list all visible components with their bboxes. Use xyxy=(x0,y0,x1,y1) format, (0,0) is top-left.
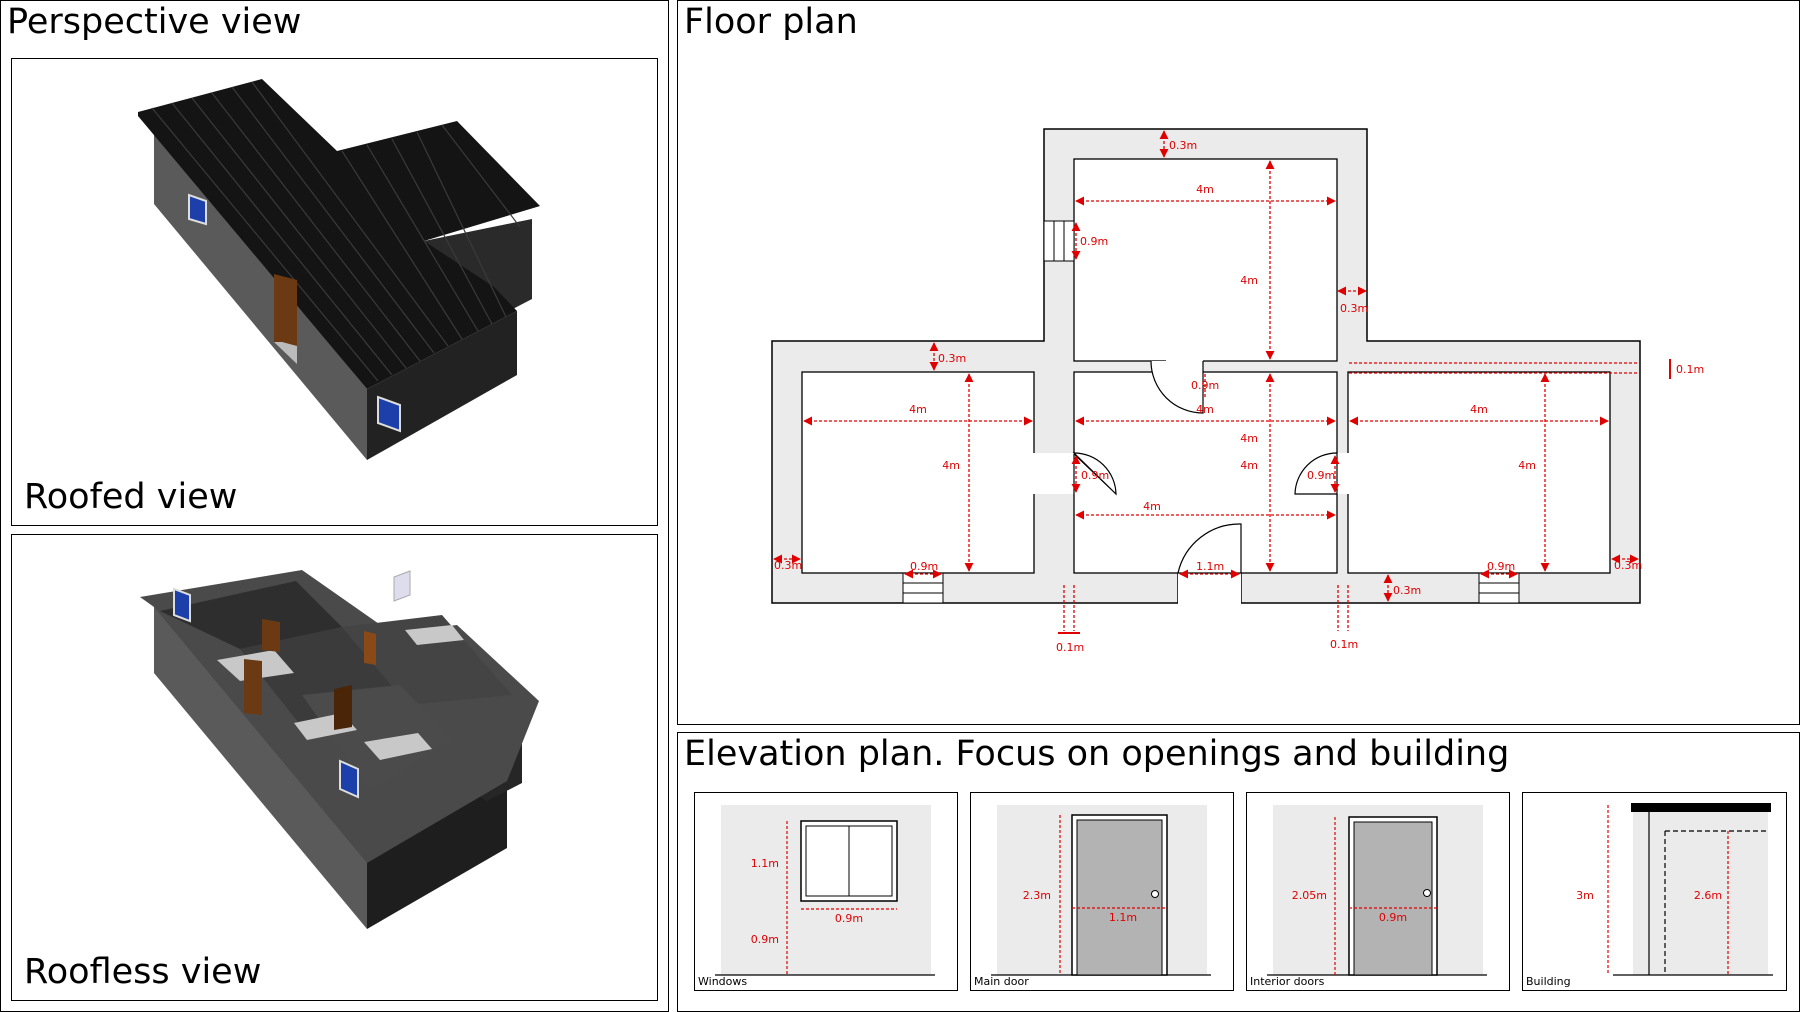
roofed-house-render xyxy=(138,79,540,460)
window-elevation xyxy=(800,820,898,902)
floor-plan-title: Floor plan xyxy=(684,2,858,42)
elevation-title: Elevation plan. Focus on openings and bu… xyxy=(684,734,1510,774)
dim-right-height: 4m xyxy=(1518,459,1536,472)
interior-door-render-1 xyxy=(262,619,280,652)
elevation-windows-box: 1.1m 0.9m 0.9m Windows xyxy=(694,792,958,991)
main-door-width-label: 1.1m xyxy=(1109,911,1137,924)
elevation-building-label: Building xyxy=(1526,975,1571,988)
interior-door-render-3 xyxy=(334,685,352,730)
dim-right-wall-top: 0.3m xyxy=(1340,302,1368,315)
dim-center-width-b: 4m xyxy=(1143,500,1161,513)
main-door-render xyxy=(274,274,297,346)
main-entrance-door xyxy=(1177,523,1242,574)
dim-left-height: 4m xyxy=(942,459,960,472)
elevation-windows-label: Windows xyxy=(698,975,748,988)
dim-window-top: 0.9m xyxy=(1080,235,1108,248)
window-sill-label: 0.9m xyxy=(751,933,779,946)
roofed-view-box: Roofed view xyxy=(11,58,658,526)
dim-top-wall: 0.3m xyxy=(1169,139,1197,152)
elevation-main-door-label: Main door xyxy=(974,975,1029,988)
elevation-panel: Elevation plan. Focus on openings and bu… xyxy=(677,732,1800,1012)
window-render-2 xyxy=(377,395,401,433)
door-left-room xyxy=(1072,452,1117,496)
interior-door-elevation xyxy=(1348,816,1438,976)
dim-bottom-wall: 0.3m xyxy=(1393,584,1421,597)
main-door-height-label: 2.3m xyxy=(1023,889,1051,902)
dim-interior-wall-c: 0.1m xyxy=(1676,363,1704,376)
dim-top-width: 4m xyxy=(1196,183,1214,196)
dim-left-wall-top: 0.3m xyxy=(938,352,966,365)
window-left xyxy=(902,572,944,604)
dim-interior-wall-b: 0.1m xyxy=(1330,638,1358,651)
dim-window-right: 0.9m xyxy=(1487,560,1515,573)
dim-left-wall-side: 0.3m xyxy=(774,559,802,572)
window-render-1 xyxy=(188,193,207,226)
dim-window-left: 0.9m xyxy=(910,560,938,573)
window-width-label: 0.9m xyxy=(835,912,863,925)
dim-door-left: 0.9m xyxy=(1081,469,1109,482)
dim-center-height-b: 4m xyxy=(1240,459,1258,472)
dim-right-width: 4m xyxy=(1470,403,1488,416)
dim-left-width: 4m xyxy=(909,403,927,416)
door-right-room xyxy=(1294,452,1338,495)
door-top-room xyxy=(1150,360,1204,414)
dim-right-wall-side: 0.3m xyxy=(1614,559,1642,572)
main-door-render-2 xyxy=(244,659,262,715)
dim-interior-wall-a: 0.1m xyxy=(1056,641,1084,654)
dim-top-height: 4m xyxy=(1240,274,1258,287)
roof-slab xyxy=(1631,803,1771,812)
elevation-main-door-box: 2.3m 1.1m Main door xyxy=(970,792,1234,991)
dim-center-width: 4m xyxy=(1196,403,1214,416)
dim-door-top: 0.9m xyxy=(1191,379,1219,392)
room-top xyxy=(1073,158,1338,362)
dim-center-height-a: 4m xyxy=(1240,432,1258,445)
perspective-title: Perspective view xyxy=(7,2,302,42)
window-top xyxy=(1043,220,1075,262)
interior-door-height-label: 2.05m xyxy=(1292,889,1327,902)
window-right xyxy=(1478,572,1520,604)
perspective-panel: Perspective view xyxy=(0,0,669,1012)
room-right xyxy=(1347,371,1611,574)
main-door-elevation xyxy=(1071,814,1168,976)
building-height-label: 3m xyxy=(1576,889,1594,902)
roofless-view-box: Roofless view xyxy=(11,534,658,1001)
floor-plan-panel: Floor plan xyxy=(677,0,1800,725)
elevation-building-box: 3m 2.6m Building xyxy=(1522,792,1787,991)
roofless-view-label: Roofless view xyxy=(24,952,262,992)
interior-door-render-2 xyxy=(364,631,376,665)
roofed-view-label: Roofed view xyxy=(24,477,238,517)
dim-door-right: 0.9m xyxy=(1307,469,1335,482)
dim-main-door: 1.1m xyxy=(1196,560,1224,573)
roofless-house-render xyxy=(140,570,539,929)
elevation-interior-doors-box: 2.05m 0.9m Interior doors xyxy=(1246,792,1510,991)
floor-plan-drawing: 4m 4m 4m 4m 4m 4m 4m 4m 4m 4m 0.3m 0.3m … xyxy=(771,128,1704,654)
interior-door-width-label: 0.9m xyxy=(1379,911,1407,924)
window-height-label: 1.1m xyxy=(751,857,779,870)
interior-height-label: 2.6m xyxy=(1694,889,1722,902)
elevation-interior-doors-label: Interior doors xyxy=(1250,975,1325,988)
room-left xyxy=(801,371,1035,574)
